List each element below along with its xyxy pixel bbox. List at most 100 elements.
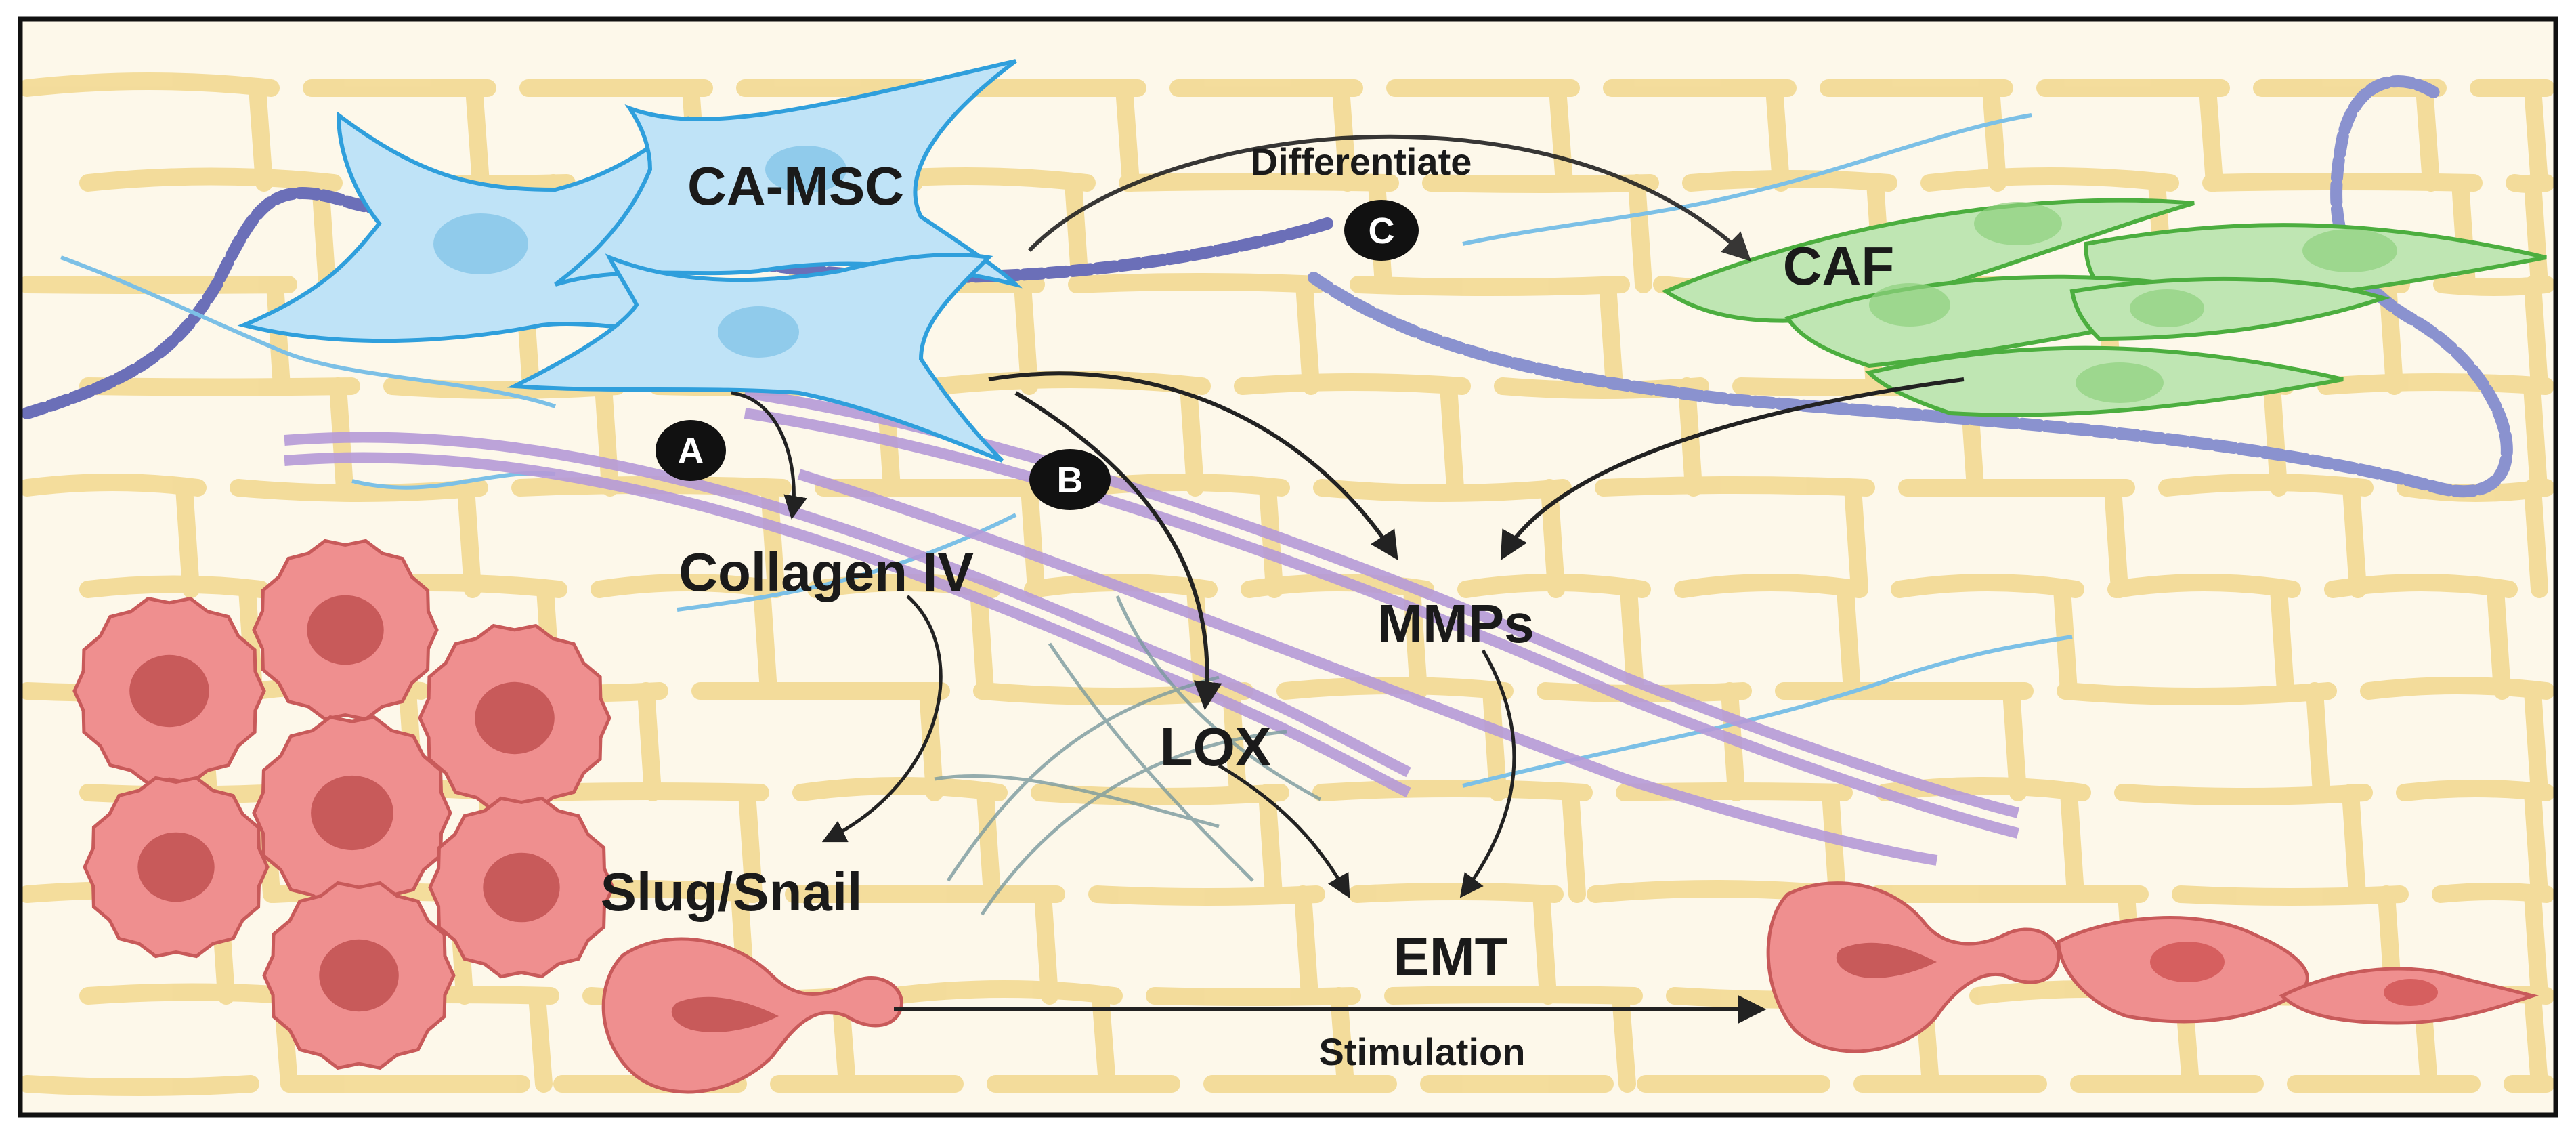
- collagen-iv-label: Collagen IV: [679, 542, 974, 602]
- mesenchymal-tumor-cell: [2279, 967, 2539, 1025]
- matrix-fiber: [970, 581, 994, 700]
- matrix-fiber: [230, 479, 488, 502]
- matrix-fiber: [79, 983, 305, 1005]
- matrix-fiber: [2523, 377, 2548, 497]
- tumor-cell-nucleus: [137, 832, 215, 902]
- tumor-cell-cluster: [72, 539, 615, 1070]
- differentiate-arrow: [1027, 134, 1752, 261]
- matrix-fiber: [1068, 273, 1327, 293]
- badge-b: B: [1029, 449, 1111, 510]
- beaded-chain-fiber-right: [1308, 75, 2513, 498]
- matrix-fiber: [2416, 79, 2440, 192]
- matrix-fiber: [1384, 986, 1643, 1005]
- matrix-fiber: [79, 167, 343, 192]
- tumor-cell-nucleus: [311, 775, 393, 851]
- matrix-fiber: [930, 371, 1211, 395]
- matrix-fiber: [1440, 377, 1464, 497]
- matrix-fiber: [1348, 883, 1564, 903]
- matrix-fiber: [2524, 784, 2548, 903]
- matrix-fiber: [1876, 777, 2091, 801]
- matrix-fiber: [1294, 885, 1318, 1005]
- matrix-fiber: [1920, 167, 2179, 192]
- slug-snail-label: Slug/Snail: [601, 862, 863, 922]
- matrix-fiber: [2114, 784, 2373, 805]
- matrix-fiber: [528, 987, 553, 1093]
- matrix-fiber: [2487, 581, 2511, 700]
- caf-cell: [2069, 276, 2390, 341]
- matrix-fiber: [2104, 479, 2128, 598]
- matrix-fiber: [1350, 276, 1630, 296]
- matrix-fiber: [2524, 174, 2548, 293]
- matrix-fiber: [175, 479, 200, 598]
- matrix-fiber: [2199, 79, 2223, 192]
- matrix-fiber: [1088, 885, 1325, 906]
- matrix-fiber: [1031, 784, 1289, 805]
- badge-a-label: A: [678, 431, 704, 471]
- stimulation-label: Stimulation: [1319, 1030, 1526, 1073]
- matrix-fiber: [1457, 574, 1651, 598]
- matrix-fiber: [79, 575, 270, 598]
- matrix-fiber: [637, 682, 662, 801]
- matrix-fiber: [2342, 479, 2367, 598]
- ca-msc-cell: [507, 253, 1004, 463]
- matrix-fiber: [1115, 79, 1140, 192]
- matrix-fiber: [753, 581, 777, 700]
- matrix-fiber: [595, 377, 619, 497]
- tumor-cell-nucleus: [129, 654, 209, 728]
- msc-to-mmps-arrow: [988, 371, 1398, 561]
- matrix-fiber: [18, 1075, 259, 1096]
- emt-label: EMT: [1394, 927, 1508, 987]
- matrix-fiber: [1295, 276, 1320, 395]
- matrix-fiber: [591, 574, 784, 598]
- tumor-cell-nucleus: [483, 852, 560, 923]
- matrix-fiber: [2324, 574, 2518, 598]
- matrix-fiber: [1674, 574, 1868, 598]
- matrix-fiber: [457, 479, 481, 598]
- matrix-fiber: [976, 784, 1001, 903]
- badge-b-label: B: [1057, 460, 1083, 501]
- migrating-tumor-cell: [601, 937, 903, 1094]
- matrix-fiber: [1562, 784, 1586, 903]
- matrix-fiber: [2263, 377, 2288, 497]
- matrix-fiber: [1332, 79, 1356, 192]
- matrix-fiber: [2202, 173, 2483, 192]
- collagen-to-slug-arrow: [821, 595, 943, 843]
- matrix-fiber: [807, 574, 1001, 598]
- matrix-fiber: [1620, 581, 1644, 700]
- matrix-fiber: [249, 79, 273, 192]
- lox-label: LOX: [1160, 717, 1271, 777]
- matrix-fiber: [2002, 682, 2027, 801]
- caf-cell: [1661, 198, 2195, 323]
- matrix-fiber: [1021, 479, 1045, 598]
- badge-a: A: [656, 420, 726, 481]
- matrix-fiber: [1537, 682, 1752, 702]
- matrix-fiber: [1628, 174, 1652, 293]
- caf-to-mmps-arrow: [1500, 377, 1965, 561]
- basement-membrane-mesh: [934, 595, 1322, 916]
- matrix-fiber: [18, 474, 207, 497]
- matrix-fiber: [1313, 479, 1572, 502]
- matrix-fiber: [1891, 574, 2084, 598]
- matrix-fiber: [2524, 682, 2548, 801]
- matrix-fiber: [1180, 377, 1204, 497]
- matrix-fiber: [1837, 581, 1861, 700]
- arrows: [731, 134, 1965, 1024]
- lox-arrow: [1014, 391, 1222, 711]
- matrix-fiber: [1682, 170, 1897, 192]
- matrix-fiber: [2060, 784, 2084, 903]
- matrix-fiber: [1234, 373, 1471, 395]
- badge-c: C: [1344, 200, 1419, 261]
- matrix-fiber: [1765, 79, 1790, 192]
- matrix-fiber: [1312, 780, 1593, 801]
- matrix-fiber: [1014, 276, 1038, 395]
- matrix-fiber: [2053, 581, 2078, 700]
- matrix-fiber: [18, 72, 280, 97]
- matrix-fiber: [2342, 784, 2366, 903]
- matrix-fiber: [1599, 276, 1623, 395]
- matrix-fiber: [1844, 479, 1868, 598]
- caf-cell: [1865, 345, 2344, 417]
- matrix-fiber: [2270, 581, 2294, 700]
- matrix-fiber: [79, 377, 360, 396]
- matrix-fiber: [919, 682, 943, 801]
